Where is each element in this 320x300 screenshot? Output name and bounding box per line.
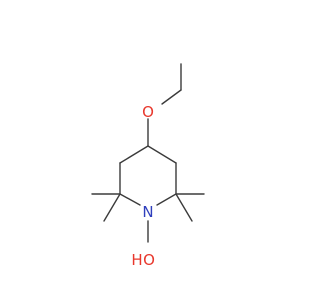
atom-label-hydroxyl-oxygen: O	[143, 251, 155, 269]
bond-c4-c5	[147, 145, 177, 164]
atom-label-hydroxyl-hydrogen: H	[131, 251, 142, 269]
bond-c6-n	[156, 193, 177, 206]
bond-c4-c3	[119, 145, 149, 164]
bond-c2-methyl-down	[103, 193, 121, 222]
bond-ethyl-ch2-o	[161, 89, 182, 105]
bond-c2-n	[119, 193, 141, 206]
molecule-canvas: O N H O	[91, 63, 205, 269]
structure-diagram: O N H O	[91, 63, 205, 269]
bond-c6-methyl-down	[175, 193, 193, 222]
atom-label-ether-oxygen: O	[142, 103, 154, 121]
atom-label-nitrogen: N	[142, 203, 153, 221]
bonds	[91, 63, 205, 243]
atom-labels: O N H O	[131, 103, 155, 269]
